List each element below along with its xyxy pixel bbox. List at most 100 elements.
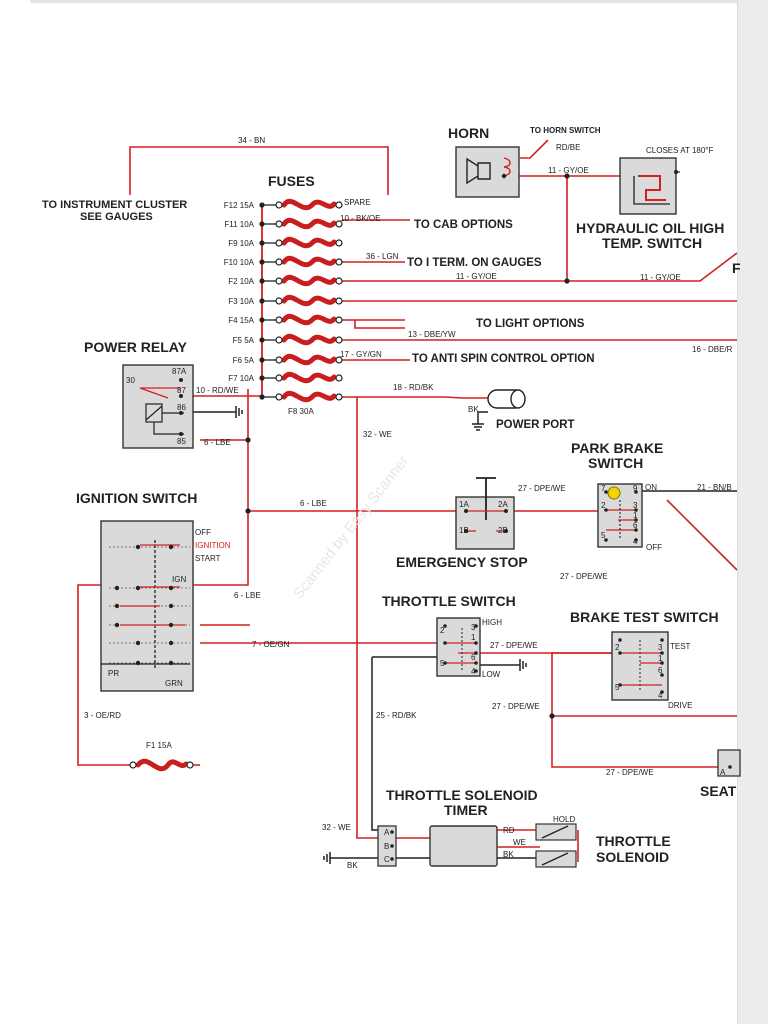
fuse-terminal [275, 374, 283, 382]
wire-32b-label: 32 - WE [322, 823, 351, 832]
fuse-terminal [335, 393, 343, 401]
timer-module [429, 825, 498, 867]
wire-we-label: WE [513, 838, 526, 847]
fuse-element [281, 390, 337, 403]
power-port [487, 389, 526, 409]
fuse-label: F4 15A [228, 316, 254, 325]
power-relay [122, 364, 194, 449]
fuse-output-label: 36 - LGN [366, 252, 399, 261]
fuse-label: F9 10A [228, 239, 254, 248]
wire-27d-label: 27 - DPE/WE [492, 702, 540, 711]
thr-4: 4 [471, 667, 476, 676]
wire-6b-label: 6 - LBE [300, 499, 327, 508]
junction-dots [245, 173, 570, 719]
pbs-on: ON [645, 483, 657, 492]
throttle-solenoid-title-2: SOLENOID [596, 849, 669, 865]
fuse-element [281, 274, 337, 287]
wire-27b-label: 27 - DPE/WE [560, 572, 608, 581]
pbs-1: 1 [633, 511, 638, 520]
fuse-row: F9 10A [228, 236, 343, 249]
horn-11-label: 11 - GY/OE [548, 166, 589, 175]
fuse-row: F4 15A [228, 313, 343, 326]
pbs-4: 4 [633, 537, 638, 546]
bt-5: 5 [615, 683, 620, 692]
fuse-terminal [275, 393, 283, 401]
relay-pin-87a: 87A [172, 367, 187, 376]
fuse-output-label: 11 - GY/OE [456, 272, 497, 281]
throttle-solenoid [535, 823, 577, 868]
timer-title-1: THROTTLE SOLENOID [386, 787, 538, 803]
wire-25-label: 25 - RD/BK [376, 711, 417, 720]
fuse-terminal [335, 258, 343, 266]
es-2a: 2A [498, 500, 508, 509]
fuse-terminal [275, 258, 283, 266]
relay-pin-30: 30 [126, 376, 135, 385]
pbs-3: 3 [633, 501, 638, 510]
park-brake-title-1: PARK BRAKE [571, 440, 663, 456]
f1-inline-fuse [129, 758, 194, 772]
bt-4: 4 [658, 691, 663, 700]
fuse-terminal [335, 316, 343, 324]
fuse-terminal [335, 297, 343, 305]
to-cab-label: TO CAB OPTIONS [414, 219, 513, 231]
timer-title-2: TIMER [444, 802, 488, 818]
horn-wire-label: RD/BE [556, 143, 580, 152]
fuse-element [281, 294, 337, 307]
fuse-output-label: 13 - DBE/YW [408, 330, 456, 339]
thr-5: 5 [440, 659, 445, 668]
seat-switch [717, 749, 741, 777]
fuse-terminal [275, 356, 283, 364]
seat-pin: A [720, 768, 726, 777]
bt-1: 1 [658, 654, 663, 663]
wire-32a-label: 32 - WE [363, 430, 392, 439]
fuse-output-label: 10 - BK/OE [340, 214, 380, 223]
pbs-2: 2 [601, 501, 606, 510]
relay-pin-86: 86 [177, 403, 186, 412]
power-port-title: POWER PORT [496, 419, 575, 431]
bt-drive: DRIVE [668, 701, 692, 710]
horn-title: HORN [448, 125, 489, 141]
page-right-edge [737, 0, 768, 1024]
to-light-label: TO LIGHT OPTIONS [476, 318, 585, 330]
watermark: Scanned by Easy Scanner [290, 453, 412, 603]
emergency-stop [455, 477, 515, 550]
relay-pin-87: 87 [177, 386, 186, 395]
wire-34-label: 34 - BN [238, 136, 265, 145]
fuse-row: F2 10A 11 - GY/OE [228, 272, 497, 287]
wire-27a-label: 27 - DPE/WE [518, 484, 566, 493]
thr-low: LOW [482, 670, 501, 679]
fuse-label: F2 10A [228, 277, 254, 286]
fuse-element [281, 255, 337, 268]
fuse-row: F7 10A [228, 371, 343, 384]
fuse-row: F10 10A 36 - LGN [224, 252, 399, 268]
ground-symbols [235, 406, 527, 864]
ign-pr: PR [108, 669, 119, 678]
fuse-terminal [335, 277, 343, 285]
es-2b: 2B [498, 526, 508, 535]
brake-test-title: BRAKE TEST SWITCH [570, 609, 719, 625]
throttle-solenoid-title-1: THROTTLE [596, 833, 671, 849]
thr-high: HIGH [482, 618, 502, 627]
es-1a: 1A [459, 500, 469, 509]
to-iterm-label: TO I TERM. ON GAUGES [407, 257, 542, 269]
fuse-terminal [275, 239, 283, 247]
ignition-switch-title: IGNITION SWITCH [76, 490, 197, 506]
fuse-label: F10 10A [224, 258, 255, 267]
fuse-terminal [335, 356, 343, 364]
wire-27e-label: 27 - DPE/WE [606, 768, 654, 777]
wire-16-label: 16 - DBE/R [692, 345, 733, 354]
fuse-element [281, 353, 337, 366]
fuse-label: F8 30A [288, 407, 314, 416]
park-brake-switch [597, 483, 643, 548]
to-antispin-label: TO ANTI SPIN CONTROL OPTION [412, 353, 595, 365]
fuse-terminal [335, 239, 343, 247]
relay-pin-85: 85 [177, 437, 186, 446]
pbs-9: 9 [633, 484, 638, 493]
hyd-title-2: TEMP. SWITCH [602, 235, 702, 251]
horn [455, 146, 520, 198]
wire-rd-label: RD [503, 826, 515, 835]
wire-11b-label: 11 - GY/OE [640, 273, 681, 282]
fuse-element [281, 236, 337, 249]
